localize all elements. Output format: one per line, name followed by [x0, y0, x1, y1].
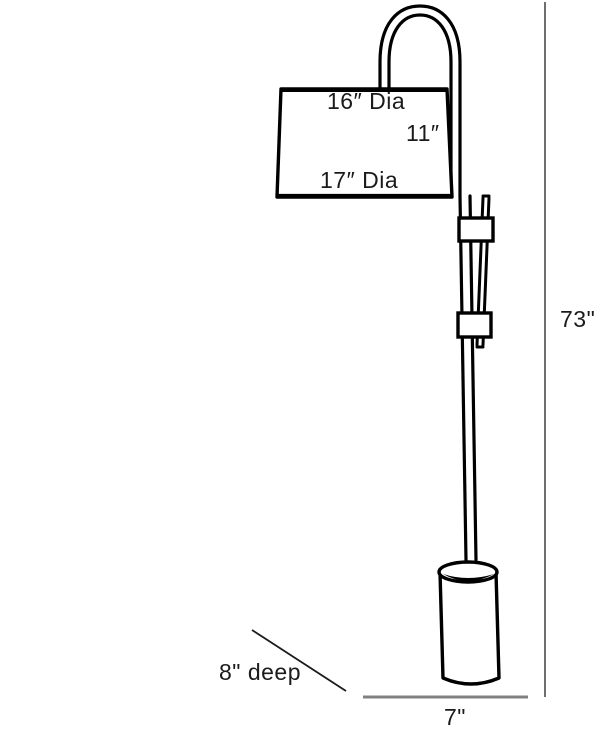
cylindrical-base — [437, 560, 501, 686]
base-width-label: 7" — [444, 704, 466, 730]
shade-bottom-diameter-label: 17″ Dia — [320, 167, 399, 193]
overall-height-label: 73" — [560, 306, 596, 332]
lamp-shade — [275, 87, 454, 199]
shade-top-diameter-label: 16″ Dia — [327, 88, 406, 114]
lamp-pole — [458, 194, 478, 562]
arc-arm — [378, 4, 462, 198]
base-depth-label: 8" deep — [219, 659, 302, 685]
lower-collar-fitting — [456, 311, 493, 339]
shade-height-label: 11″ — [406, 120, 440, 146]
upper-collar-fitting — [457, 216, 495, 243]
depth-leader-line — [251, 629, 347, 692]
